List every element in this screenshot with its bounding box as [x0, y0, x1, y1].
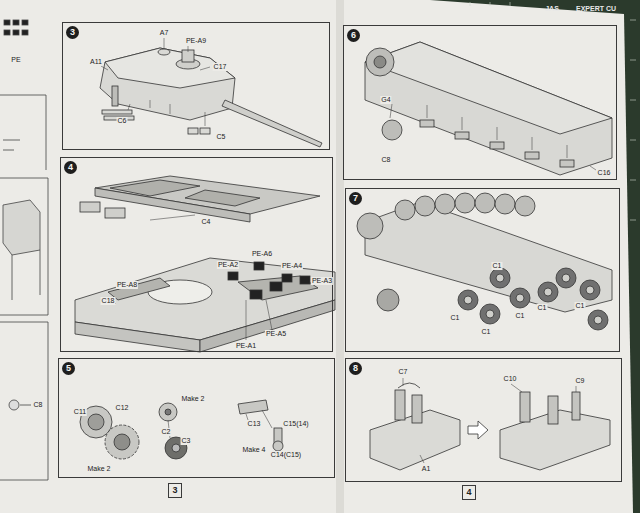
part-callout: PE-A9	[185, 37, 207, 45]
part-callout: PE-A4	[281, 262, 303, 270]
part-callout: Make 2	[181, 395, 206, 403]
page-number-box: 4	[462, 485, 476, 500]
step-number: 7	[349, 192, 362, 205]
part-callout: A1	[421, 465, 432, 473]
part-callout: C13	[247, 420, 262, 428]
part-callout: C1	[481, 328, 492, 336]
part-callout: C8	[381, 156, 392, 164]
part-callout: PE-A2	[217, 261, 239, 269]
part-callout: C4	[201, 218, 212, 226]
part-callout: PE	[10, 56, 21, 64]
part-callout: C1	[575, 302, 586, 310]
part-callout: C14(C15)	[270, 451, 302, 459]
part-callout: PE-A5	[265, 330, 287, 338]
page-number: 3	[169, 484, 181, 496]
step-number: 5	[62, 362, 75, 375]
step-panel: 5	[58, 358, 335, 478]
part-callout: PE-A1	[235, 342, 257, 350]
step-number: 8	[349, 362, 362, 375]
part-callout: C18	[101, 297, 116, 305]
part-callout: C15(14)	[282, 420, 309, 428]
part-callout: Make 2	[87, 465, 112, 473]
step-panel: 6	[343, 25, 617, 180]
step-panel: 4	[60, 157, 333, 352]
interior-illustration	[370, 378, 610, 470]
page-number-box: 3	[168, 483, 182, 498]
part-callout: C12	[115, 404, 130, 412]
step-panel: 8	[345, 358, 622, 482]
mat-brand-text: JAS	[544, 5, 560, 12]
page-number: 4	[463, 486, 475, 498]
hull-underside-illustration	[365, 42, 612, 175]
part-callout: C1	[450, 314, 461, 322]
part-callout: C2	[161, 428, 172, 436]
page-fold	[336, 0, 344, 513]
mat-brand-text: EXPERT CU	[575, 5, 617, 12]
part-callout: C1	[537, 304, 548, 312]
part-callout: C1	[515, 312, 526, 320]
step-number: 3	[66, 26, 79, 39]
step-number: 6	[347, 29, 360, 42]
part-callout: C11	[73, 408, 87, 416]
hull-top-illustration	[75, 176, 335, 352]
part-callout: C5	[216, 133, 227, 141]
left-page-fragment	[0, 20, 48, 480]
step-number: 4	[64, 161, 77, 174]
part-callout: C3	[181, 437, 192, 445]
part-callout: C10	[503, 375, 518, 383]
part-callout: Make 4	[242, 446, 267, 454]
turret-illustration	[100, 38, 322, 147]
part-callout: C16	[597, 169, 612, 177]
part-callout: PE-A6	[251, 250, 273, 258]
part-callout: C1	[492, 262, 503, 270]
part-callout: G4	[380, 96, 391, 104]
part-callout: C9	[575, 377, 586, 385]
running-gear-parts	[80, 400, 283, 459]
part-callout: A7	[159, 29, 170, 37]
part-callout: PE-A8	[116, 281, 138, 289]
part-callout: PE-A3	[311, 277, 333, 285]
part-callout: C8	[33, 401, 44, 409]
part-callout: C7	[398, 368, 409, 376]
part-callout: C6	[117, 117, 128, 125]
step-panel: 7	[345, 188, 620, 352]
part-callout: A11	[89, 58, 103, 66]
part-callout: C17	[213, 63, 228, 71]
step-panel: 3	[62, 22, 330, 150]
road-wheel-illustration	[357, 193, 612, 330]
